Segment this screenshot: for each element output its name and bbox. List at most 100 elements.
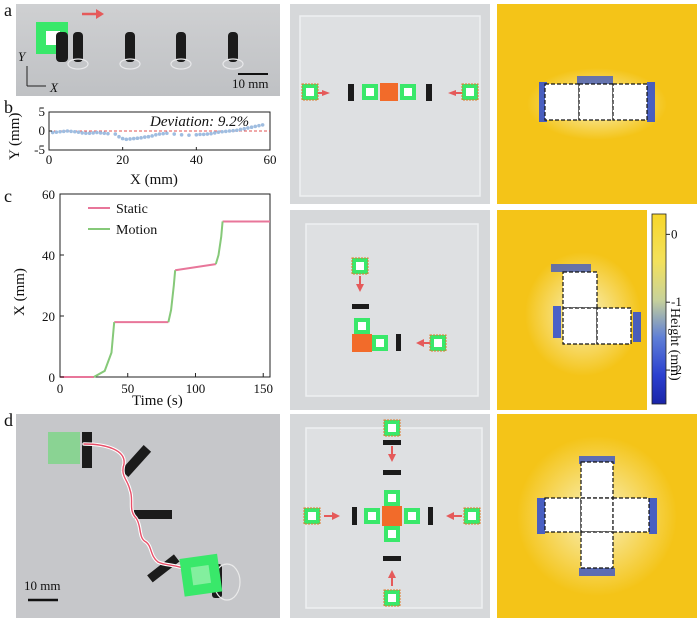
chart-b-point bbox=[249, 125, 254, 129]
chart-b-point bbox=[260, 123, 265, 127]
chart-c-ytick-label: 20 bbox=[42, 309, 55, 324]
panel-label-b: b bbox=[4, 97, 13, 117]
colorbar-tick-label: 0 bbox=[671, 226, 678, 241]
chart-b-point bbox=[117, 134, 121, 139]
colorbar-tick-label: -1 bbox=[671, 294, 682, 309]
chart-b-points bbox=[50, 123, 265, 142]
series-motion-segment bbox=[167, 270, 177, 323]
assembly-cross bbox=[303, 419, 481, 607]
chart-b-xtick-label: 0 bbox=[46, 152, 53, 167]
panel-label-a: a bbox=[4, 0, 12, 20]
chart-b-point bbox=[235, 128, 239, 133]
chart-b-point bbox=[205, 132, 210, 136]
chart-b-ytick-label: 5 bbox=[39, 104, 46, 119]
chart-b-xtick-label: 60 bbox=[264, 152, 277, 167]
series-motion-segment bbox=[93, 322, 116, 378]
scale-bar-a-label: 10 mm bbox=[232, 76, 269, 91]
chart-c-xtick-label: 100 bbox=[186, 381, 206, 396]
chart-c-ytick-label: 0 bbox=[49, 370, 56, 385]
chart-b-point bbox=[212, 131, 217, 135]
chart-c-frame bbox=[59, 193, 271, 378]
chart-b-point bbox=[102, 131, 107, 136]
chart-c-xtick-label: 150 bbox=[253, 381, 273, 396]
series-static-segment bbox=[175, 263, 216, 272]
chart-c-xtick-label: 50 bbox=[121, 381, 134, 396]
chart-b-point bbox=[257, 123, 261, 128]
chart-b-point bbox=[128, 137, 132, 141]
chart-c-lines bbox=[60, 220, 270, 378]
series-motion-segment bbox=[214, 221, 224, 265]
direction-arrow-icon bbox=[82, 9, 104, 19]
chart-c-ylabel: X (mm) bbox=[12, 268, 28, 316]
robot-start bbox=[48, 432, 80, 464]
chart-b-point bbox=[139, 136, 143, 140]
chart-b-point bbox=[146, 134, 151, 139]
chart-c-legend: Static Motion bbox=[88, 202, 157, 238]
chart-b-xtick-label: 20 bbox=[116, 152, 129, 167]
chart-b-point bbox=[113, 132, 118, 136]
chart-b-ytick-label: -5 bbox=[34, 142, 45, 157]
assembly-horizontal bbox=[301, 83, 479, 101]
chart-b-point bbox=[238, 127, 243, 132]
obstacle-bars bbox=[67, 32, 244, 70]
colorbar-tick-label: -2 bbox=[671, 362, 682, 377]
chart-b-point bbox=[216, 130, 221, 134]
chart-b-point bbox=[58, 129, 62, 134]
chart-b-point bbox=[220, 129, 224, 134]
chart-b-point bbox=[253, 124, 258, 129]
height-map-g bbox=[497, 414, 697, 618]
panel-e-photo bbox=[290, 4, 490, 204]
chart-b-point bbox=[61, 129, 66, 134]
axis-y-label: Y bbox=[18, 49, 26, 64]
chart-b-point bbox=[150, 134, 154, 138]
chart-b-annotation: Deviation: 9.2% bbox=[149, 114, 249, 130]
chart-b-point bbox=[135, 136, 140, 141]
chart-b-point bbox=[209, 131, 213, 136]
panel-a-svg bbox=[16, 4, 280, 96]
panel-label-d: d bbox=[4, 410, 13, 430]
chart-b-point bbox=[172, 132, 177, 136]
chart-b-point bbox=[231, 128, 235, 133]
chart-b-point bbox=[187, 133, 191, 137]
chart-b-point bbox=[154, 133, 158, 137]
chart-b-point bbox=[76, 130, 81, 134]
chart-b-point bbox=[91, 131, 95, 135]
chart-b-point bbox=[165, 131, 169, 136]
chart-b-point bbox=[157, 132, 162, 136]
chart-b-ylabel: Y (mm) bbox=[7, 113, 23, 160]
chart-b-point bbox=[224, 129, 228, 134]
chart-b-point bbox=[142, 135, 147, 139]
chart-b-point bbox=[179, 133, 184, 137]
chart-b-point bbox=[50, 130, 55, 135]
chart-c-xlabel: Time (s) bbox=[132, 393, 183, 409]
chart-b-point bbox=[65, 129, 70, 133]
chart-b-point bbox=[124, 137, 129, 142]
panel-f-photo bbox=[290, 210, 490, 410]
chart-c-xtick-label: 0 bbox=[57, 381, 64, 396]
chart-c-ytick-label: 60 bbox=[42, 187, 55, 202]
axis-glyph bbox=[26, 66, 46, 87]
chart-b-point bbox=[80, 131, 84, 135]
height-map-e bbox=[497, 4, 697, 204]
chart-b-point bbox=[87, 131, 92, 136]
chart-b-point bbox=[98, 131, 103, 135]
colorbar: 0-1-2 Height (mm) bbox=[648, 212, 700, 408]
chart-b-point bbox=[72, 129, 77, 134]
chart-b-point bbox=[246, 126, 250, 130]
chart-b-point bbox=[69, 129, 73, 134]
chart-b-point bbox=[161, 131, 165, 136]
chart-b-point bbox=[201, 132, 206, 137]
chart-b-point bbox=[120, 136, 125, 141]
legend-static-label: Static bbox=[116, 202, 148, 217]
chart-b-xtick-label: 40 bbox=[190, 152, 203, 167]
chart-b-point bbox=[131, 136, 136, 141]
robot-end bbox=[179, 553, 223, 597]
assembly-l-shape bbox=[351, 257, 447, 352]
panel-g-photo bbox=[290, 414, 490, 618]
height-map-f bbox=[497, 210, 647, 410]
chart-b-point bbox=[106, 131, 110, 136]
chart-b-point bbox=[84, 131, 88, 136]
chart-b-point bbox=[227, 129, 232, 133]
scale-bar-d-label: 10 mm bbox=[24, 578, 61, 593]
